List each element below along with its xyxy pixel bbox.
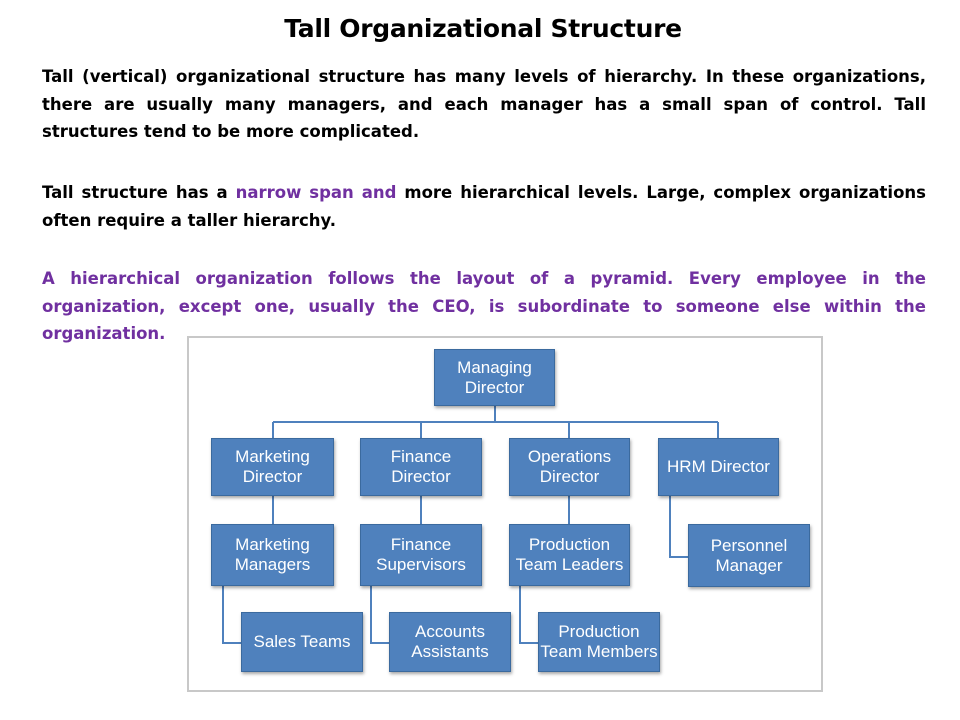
paragraph-narrow-span-part1: Tall structure has a <box>42 183 236 202</box>
connector-leaders-members <box>519 586 538 644</box>
org-chart-connectors <box>222 406 719 644</box>
org-chart: Managing Director Marketing Director Fin… <box>187 336 823 692</box>
node-marketing-managers: Marketing Managers <box>211 524 334 586</box>
paragraph-narrow-span: Tall structure has a narrow span and mor… <box>42 179 926 234</box>
node-accounts-assistants: Accounts Assistants <box>389 612 511 672</box>
paragraph-hierarchical-organization: A hierarchical organization follows the … <box>42 269 926 343</box>
node-production-team-members: Production Team Members <box>538 612 660 672</box>
connector-hrm-personnel <box>669 496 688 558</box>
node-operations-director: Operations Director <box>509 438 630 496</box>
node-personnel-manager: Personnel Manager <box>688 524 810 587</box>
connector-managers-sales <box>222 586 241 644</box>
paragraph-tall-structure-definition: Tall (vertical) organizational structure… <box>42 67 926 141</box>
node-production-team-leaders: Production Team Leaders <box>509 524 630 586</box>
node-finance-director: Finance Director <box>360 438 482 496</box>
node-marketing-director: Marketing Director <box>211 438 334 496</box>
node-sales-teams: Sales Teams <box>241 612 363 672</box>
node-finance-supervisors: Finance Supervisors <box>360 524 482 586</box>
narrow-span-highlight: narrow span and <box>235 183 397 202</box>
node-managing-director: Managing Director <box>434 349 555 406</box>
paragraph-narrow-span-part2: more hierarchical levels. Large, complex… <box>42 183 926 230</box>
node-hrm-director: HRM Director <box>658 438 779 496</box>
page-title: Tall Organizational Structure <box>284 14 682 43</box>
connector-supervisors-accounts <box>370 586 389 644</box>
